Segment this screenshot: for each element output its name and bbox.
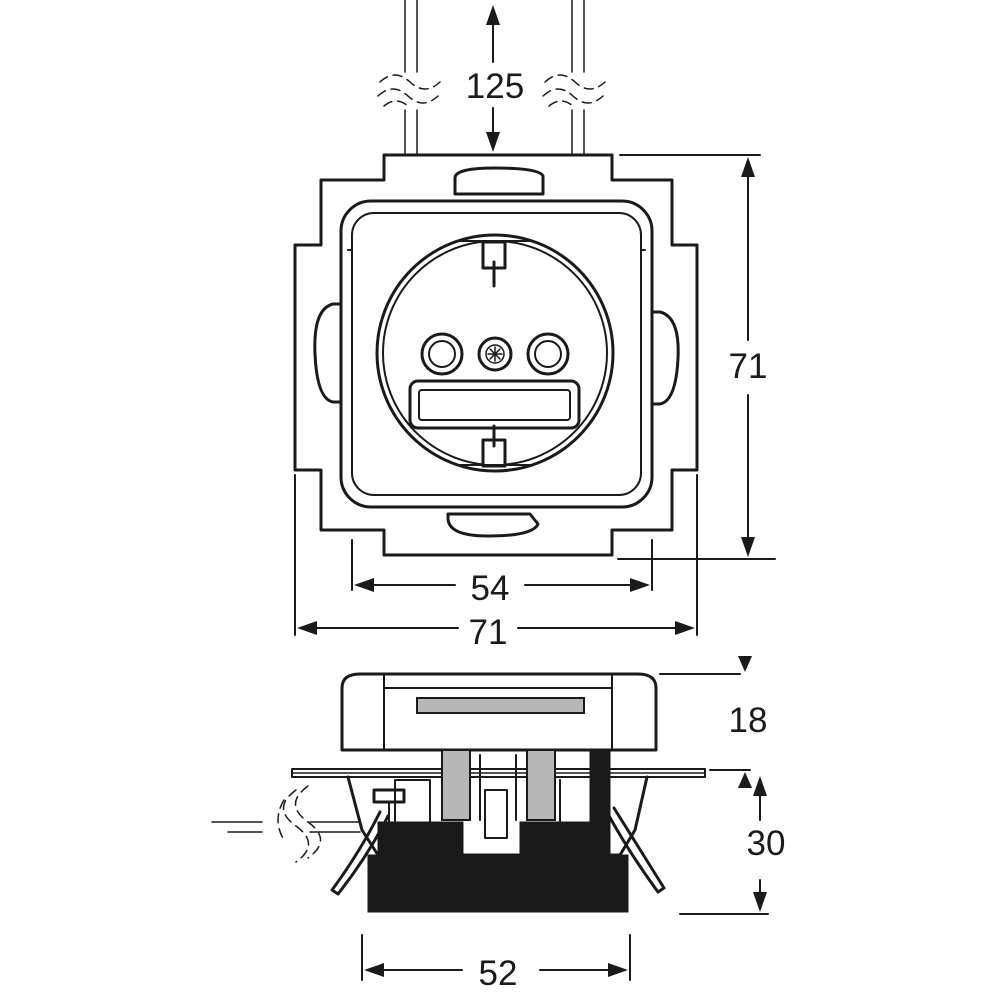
frame-width-label: 71 [469,613,508,652]
side-cover [340,672,658,752]
mounting-frame [293,153,699,557]
inner-width-dimension: 54 [351,539,653,608]
pin-hole-right [526,332,570,376]
body-width-dimension: 52 [361,934,631,993]
center-screw [477,336,513,372]
insert-depth-dimension: 30 [679,776,786,915]
side-view: 18 30 52 [211,656,786,993]
earth-contact-bottom [459,424,531,468]
side-claw-right [606,806,666,894]
frame-height-label: 71 [729,347,768,386]
frame-clip-top [453,166,545,196]
cable-right [542,0,606,156]
cover-plate-outer [339,199,654,509]
cover-plate-inner [351,212,642,496]
cover-depth-dimension: 18 [659,656,768,788]
frame-height-dimension: 71 [617,154,776,560]
frame-clip-right [650,310,680,406]
side-terminal-mid [526,749,556,821]
insert-depth-label: 30 [747,824,786,863]
label-window-outer [408,379,581,430]
side-cable [211,785,361,863]
body-width-label: 52 [479,954,518,993]
label-window-inner [418,389,571,421]
cable-left [377,0,441,156]
side-claw-left [330,810,390,896]
side-label-window [416,697,585,714]
side-base-block [367,854,629,913]
pin-hole-left [420,332,464,376]
cover-depth-label: 18 [729,701,768,740]
frame-width-dimension: 71 [294,474,698,652]
earth-contact-top [459,240,531,288]
cable-spacing-label: 125 [466,67,524,106]
frame-clip-bottom [446,512,540,538]
inner-width-label: 54 [471,569,510,608]
side-terminal-left [441,749,471,821]
socket-well [375,233,615,473]
front-view: 125 [293,0,776,652]
frame-clip-left [313,302,343,404]
cable-spacing-dimension: 125 [466,5,524,152]
